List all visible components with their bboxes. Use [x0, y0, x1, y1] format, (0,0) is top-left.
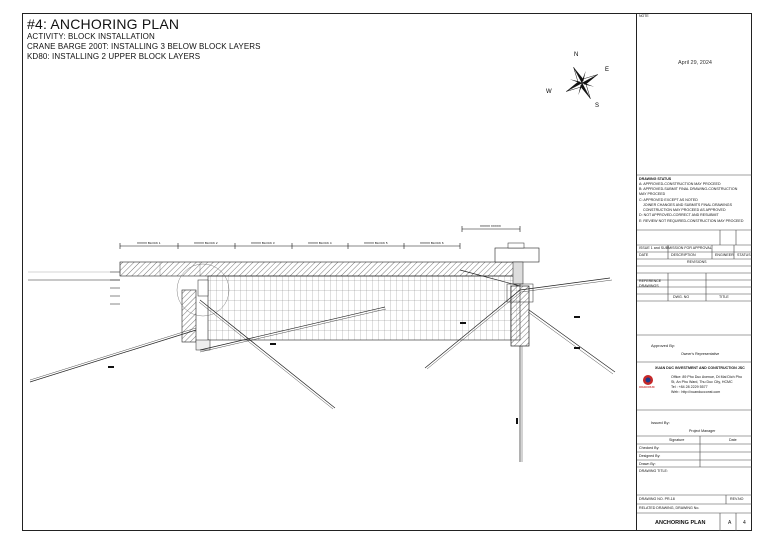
tb-note-label: NOTE	[639, 14, 649, 18]
drawn-by-label: Drawn By:	[639, 462, 656, 466]
sign-date-header: Date	[729, 438, 737, 442]
rev-no-label: REV.NO	[730, 497, 744, 501]
status-item: CONSTRUCTION MAY PROCEED AS APPROVED	[643, 208, 726, 212]
activity-line: ACTIVITY: BLOCK INSTALLATION	[27, 32, 155, 41]
barge-deck-grid	[207, 275, 521, 341]
rev-header-status: STATUS	[737, 253, 751, 257]
title-block-lines	[636, 174, 752, 531]
anchor-lines	[29, 269, 616, 462]
block-dimension-line	[119, 243, 461, 249]
compass-e-label: E	[605, 67, 609, 73]
drawing-no: DRAWING NO. PR-18	[639, 497, 675, 501]
issued-by-label: Issued By:	[651, 420, 670, 425]
block-dim-label-2: XXXXX BLOCK 2	[194, 241, 218, 245]
compass-s-label: S	[595, 103, 599, 109]
block-dim-label-4: XXXXX BLOCK 4	[308, 241, 332, 245]
compass-n-label: N	[574, 52, 578, 58]
company-tel: Tel : +84 28 2229 5577	[671, 385, 708, 389]
signature-header: Signature	[669, 438, 685, 442]
tb-date: April 29, 2024	[678, 60, 712, 66]
approved-by-label: Approved By:	[651, 343, 676, 348]
kd80-barge	[181, 289, 197, 343]
anchor-icons	[108, 316, 580, 424]
reference-drawings-label: REFERENCE DRAWINGS	[639, 279, 662, 288]
revisions-label: REVISIONS	[687, 260, 707, 264]
drawing-status-heading: DRAWING STATUS	[639, 177, 672, 181]
ref-header-title: TITLE	[719, 295, 729, 299]
block-wall-row	[119, 261, 521, 277]
sheet-value: 4	[743, 520, 746, 526]
status-item: JOINER CHANGES AND SUBMITS FINAL DRAWING…	[643, 203, 732, 207]
block-dim-label-6: XXXXX BLOCK 6	[420, 241, 444, 245]
status-item: B: APPROVED-SUBMIT FINAL DRAWING-CONSTRU…	[639, 187, 738, 191]
drawing-border	[22, 13, 752, 531]
rev-header-description: DESCRIPTION	[671, 253, 696, 257]
rev-header-date: DATE	[639, 253, 649, 257]
kd80-line: KD80: INSTALLING 2 UPPER BLOCK LAYERS	[27, 52, 201, 61]
rev-value: A	[728, 520, 732, 526]
compass-w-label: W	[546, 89, 552, 95]
drawing-title: #4: ANCHORING PLAN	[27, 16, 180, 32]
company-address: Office: 89 Pho Duc Avenue, Dt Mai Dich P…	[671, 375, 742, 379]
checked-by-label: Checked By:	[639, 446, 660, 450]
status-item: D: NOT APPROVED-CORRECT AND RESUBMIT	[639, 213, 719, 217]
related-drawing: RELATED DRAWING, DRAWING No.	[639, 506, 700, 510]
drawing-title-label: DRAWING TITLE:	[639, 469, 668, 473]
deck-grid-lines	[119, 262, 201, 276]
approver-role: Owner's Representative	[681, 352, 720, 356]
top-dimension-label: XXXXX XXXXX	[480, 224, 501, 228]
ref-header-dwg-no: DWG. NO	[673, 295, 690, 299]
final-drawing-title: ANCHORING PLAN	[655, 520, 706, 526]
status-item: A: APPROVED-CONSTRUCTION MAY PROCEED	[639, 182, 721, 186]
rev-header-engineer: ENGINEER	[715, 253, 734, 257]
company-web: Web : http://xuanducconst.com	[671, 390, 721, 394]
kd80-swing-radius	[176, 263, 230, 317]
crane-barge-outline	[494, 247, 540, 263]
block-dim-label-3: XXXXX BLOCK 3	[251, 241, 275, 245]
block-dim-label-1: XXXXX BLOCK 1	[137, 241, 161, 245]
left-anchor-markers	[110, 271, 120, 305]
status-item: C: APPROVED EXCEPT AS NOTED	[639, 198, 698, 202]
issue-row: ISSUE 1 and SUBMISSION FOR APPROVAL	[639, 246, 712, 250]
compass-rose-icon	[565, 66, 599, 100]
status-item: E: REVIEW NOT REQUIRED-CONSTRUCTION MAY …	[639, 219, 744, 223]
crane-barge-line: CRANE BARGE 200T: INSTALLING 3 BELOW BLO…	[27, 42, 261, 51]
designed-by-label: Designed By:	[639, 454, 661, 458]
issuer-role: Project Manager	[689, 429, 716, 433]
company-name: XUAN DUC INVESTMENT AND CONSTRUCTION JSC	[655, 366, 745, 370]
block-dim-label-5: XXXXX BLOCK 5	[364, 241, 388, 245]
company-logo-text: XUAN DUC	[639, 385, 655, 389]
top-dimension	[461, 226, 521, 232]
status-item: MAY PROCEED	[639, 192, 666, 196]
company-address: St, An Phu Ward, Thu Duc City, HCMC	[671, 380, 733, 384]
title-block: NOTE April 29, 2024 DRAWING STATUS A: AP…	[636, 13, 752, 531]
